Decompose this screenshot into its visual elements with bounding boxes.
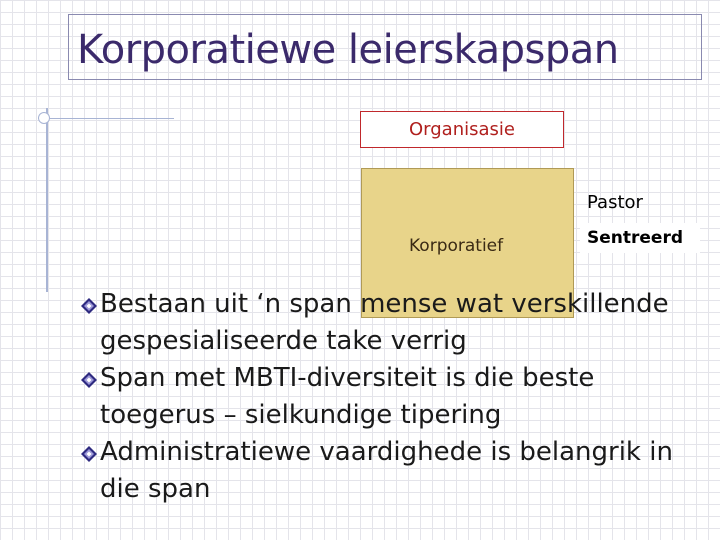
centred-label: Sentreerd bbox=[587, 228, 683, 248]
bullet-text: Span met MBTI-diversiteit is die beste t… bbox=[100, 363, 595, 430]
decorative-vertical-line bbox=[46, 108, 48, 292]
corporate-label: Korporatief bbox=[409, 236, 504, 256]
centred-box bbox=[580, 223, 700, 253]
slide-title: Korporatiewe leierskapspan bbox=[77, 27, 619, 73]
diamond-bullet-icon bbox=[81, 446, 97, 462]
decorative-horizontal-line bbox=[38, 118, 174, 119]
bullet-text: Administratiewe vaardighede is belangrik… bbox=[100, 437, 673, 504]
diamond-bullet-icon bbox=[81, 298, 97, 314]
organisation-box: Organisasie bbox=[360, 111, 564, 148]
bullet-text: Bestaan uit ‘n span mense wat verskillen… bbox=[100, 289, 669, 356]
pastor-label: Pastor bbox=[587, 192, 643, 213]
bullet-list: Bestaan uit ‘n span mense wat verskillen… bbox=[78, 286, 708, 508]
bullet-item: Bestaan uit ‘n span mense wat verskillen… bbox=[78, 286, 708, 360]
corporate-box bbox=[361, 168, 574, 318]
bullet-item: Administratiewe vaardighede is belangrik… bbox=[78, 434, 708, 508]
diamond-bullet-icon bbox=[81, 372, 97, 388]
bullet-item: Span met MBTI-diversiteit is die beste t… bbox=[78, 360, 708, 434]
decorative-circle-icon bbox=[38, 112, 50, 124]
slide-title-box: Korporatiewe leierskapspan bbox=[68, 14, 702, 80]
